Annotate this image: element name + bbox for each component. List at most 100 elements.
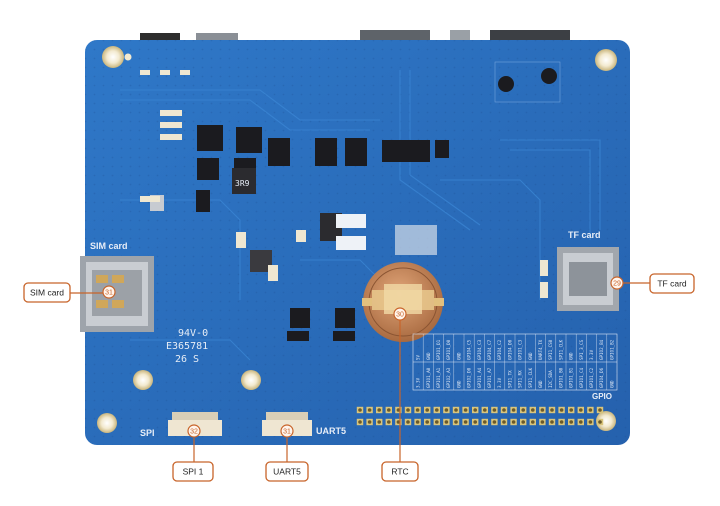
- gpio-pin-hole: [569, 408, 573, 412]
- gpio-pin-label: GPIO1_D0: [446, 339, 451, 360]
- gpio-pin-hole: [425, 408, 430, 412]
- gpio-pin-hole: [406, 420, 410, 424]
- gpio-pin-hole: [559, 420, 564, 424]
- chip-code-label: 3R9: [235, 179, 250, 188]
- callout-label-rtc: RTC: [381, 461, 419, 482]
- silk-uart5: UART5: [316, 426, 346, 436]
- gpio-pin-hole: [492, 408, 497, 412]
- gpio-pin-label: SPI1_TX: [507, 370, 512, 388]
- gpio-pin-hole: [483, 408, 487, 412]
- gpio-pin-hole: [511, 420, 516, 424]
- gpio-pin-label: 3.3V: [497, 377, 502, 388]
- gpio-pin-hole: [531, 420, 535, 424]
- sim-card-slot: [80, 256, 154, 332]
- svg-text:32: 32: [190, 429, 198, 436]
- gpio-pin-label: 3.3V: [589, 349, 594, 360]
- gpio-pin-label: GPIO1_A4: [477, 367, 482, 388]
- svg-text:TF card: TF card: [657, 279, 687, 289]
- gpio-pin-hole: [367, 420, 372, 424]
- silk-spi: SPI: [140, 428, 155, 438]
- gpio-pin-label: GPIO4_C2: [497, 339, 502, 360]
- gpio-pin-hole: [588, 420, 593, 424]
- gpio-pin-label: GND: [426, 352, 431, 360]
- gpio-pin-label: GPIO4_C7: [487, 339, 492, 360]
- gpio-pin-hole: [454, 408, 458, 412]
- gpio-pin-hole: [463, 408, 468, 412]
- callout-label-uart5: UART5: [265, 461, 309, 482]
- tf-card-slot: [557, 247, 619, 311]
- gpio-pin-label: SPI1_RX: [518, 370, 523, 388]
- gpio-pin-label: GPIO4_D0: [507, 339, 512, 360]
- gpio-pin-label: GPIO4_C3: [477, 339, 482, 360]
- gpio-pin-hole: [415, 420, 420, 424]
- gpio-pin-hole: [531, 408, 535, 412]
- marker-uart5: 31: [280, 424, 294, 438]
- gpio-pin-label: GND: [456, 352, 461, 360]
- components: 3R9: [140, 61, 561, 341]
- gpio-pin-hole: [435, 408, 439, 412]
- marker-rtc: 30: [393, 307, 407, 321]
- gpio-pin-label: GND: [538, 380, 543, 388]
- gpio-pin-label: GPIO2_D0: [467, 367, 472, 388]
- gpio-pin-label: GPIO1_C4: [579, 367, 584, 388]
- callout-markers: 31 29 32 31 30: [102, 276, 624, 438]
- gpio-pin-label: GND: [528, 352, 533, 360]
- mounting-holes: [97, 46, 617, 433]
- gpio-pin-label: GPIO1_A0: [426, 367, 431, 388]
- gpio-pin-hole: [377, 408, 382, 412]
- svg-text:31: 31: [105, 290, 113, 297]
- gpio-pin-label: SPI1_CLK: [528, 367, 533, 388]
- gpio-pin-hole: [579, 420, 583, 424]
- gpio-pin-label: 3.3V: [416, 377, 421, 388]
- gpio-pin-hole: [425, 420, 430, 424]
- callout-label-sim: SIM card: [23, 282, 71, 303]
- gpio-pin-hole: [502, 408, 506, 412]
- gpio-pin-hole: [435, 420, 439, 424]
- gpio-pin-hole: [473, 420, 478, 424]
- marker-tf: 29: [610, 276, 624, 290]
- gpio-pin-label: I2C_SDA: [548, 370, 553, 388]
- gpio-pin-hole: [377, 420, 382, 424]
- gpio-pin-label: GPIO1_B1: [569, 367, 574, 388]
- callout-label-tf: TF card: [649, 273, 695, 294]
- svg-text:SPI 1: SPI 1: [183, 467, 204, 477]
- gpio-pin-hole: [598, 408, 602, 412]
- svg-text:31: 31: [283, 429, 291, 436]
- gpio-pin-label: GPIO1_B0: [558, 367, 563, 388]
- gpio-pin-label: GPIO4_C5: [467, 339, 472, 360]
- gpio-pin-hole: [463, 420, 468, 424]
- gpio-pin-label: GND: [569, 352, 574, 360]
- gpio-pin-hole: [358, 408, 362, 412]
- gpio-pin-label: SPI_3_CS: [579, 339, 584, 360]
- gpio-pin-label: GPIO1_A7: [487, 367, 492, 388]
- gpio-pin-hole: [473, 408, 478, 412]
- callout-label-spi1: SPI 1: [172, 461, 214, 482]
- silk-tf-card: TF card: [568, 230, 601, 240]
- gpio-pin-hole: [569, 420, 573, 424]
- gpio-pin-label: GPIO1_D1: [436, 339, 441, 360]
- gpio-pin-label: SPI1_CS0: [548, 339, 553, 360]
- gpio-pin-label: GPIO1_B2: [609, 339, 614, 360]
- gpio-pin-hole: [540, 420, 545, 424]
- gpio-pin-label: GND: [609, 380, 614, 388]
- silk-sim-card: SIM card: [90, 241, 128, 251]
- gpio-pin-label: UART4_TX: [538, 339, 543, 360]
- gpio-pin-hole: [511, 408, 516, 412]
- silk-serial: E365781: [166, 341, 208, 352]
- svg-text:SIM card: SIM card: [30, 288, 64, 298]
- gpio-pin-hole: [521, 420, 525, 424]
- gpio-pin-hole: [521, 408, 525, 412]
- gpio-pin-hole: [588, 408, 593, 412]
- gpio-pin-hole: [550, 420, 554, 424]
- gpio-pin-hole: [550, 408, 554, 412]
- gpio-pin-hole: [396, 420, 401, 424]
- silk-gpio: GPIO: [592, 392, 612, 401]
- gpio-pin-hole: [444, 420, 449, 424]
- gpio-pin-label: GPIO2_A3: [446, 367, 451, 388]
- gpio-pin-hole: [540, 408, 545, 412]
- gpio-pin-hole: [396, 408, 401, 412]
- gpio-pin-hole: [492, 420, 497, 424]
- gpio-pin-hole: [579, 408, 583, 412]
- gpio-pin-hole: [387, 408, 391, 412]
